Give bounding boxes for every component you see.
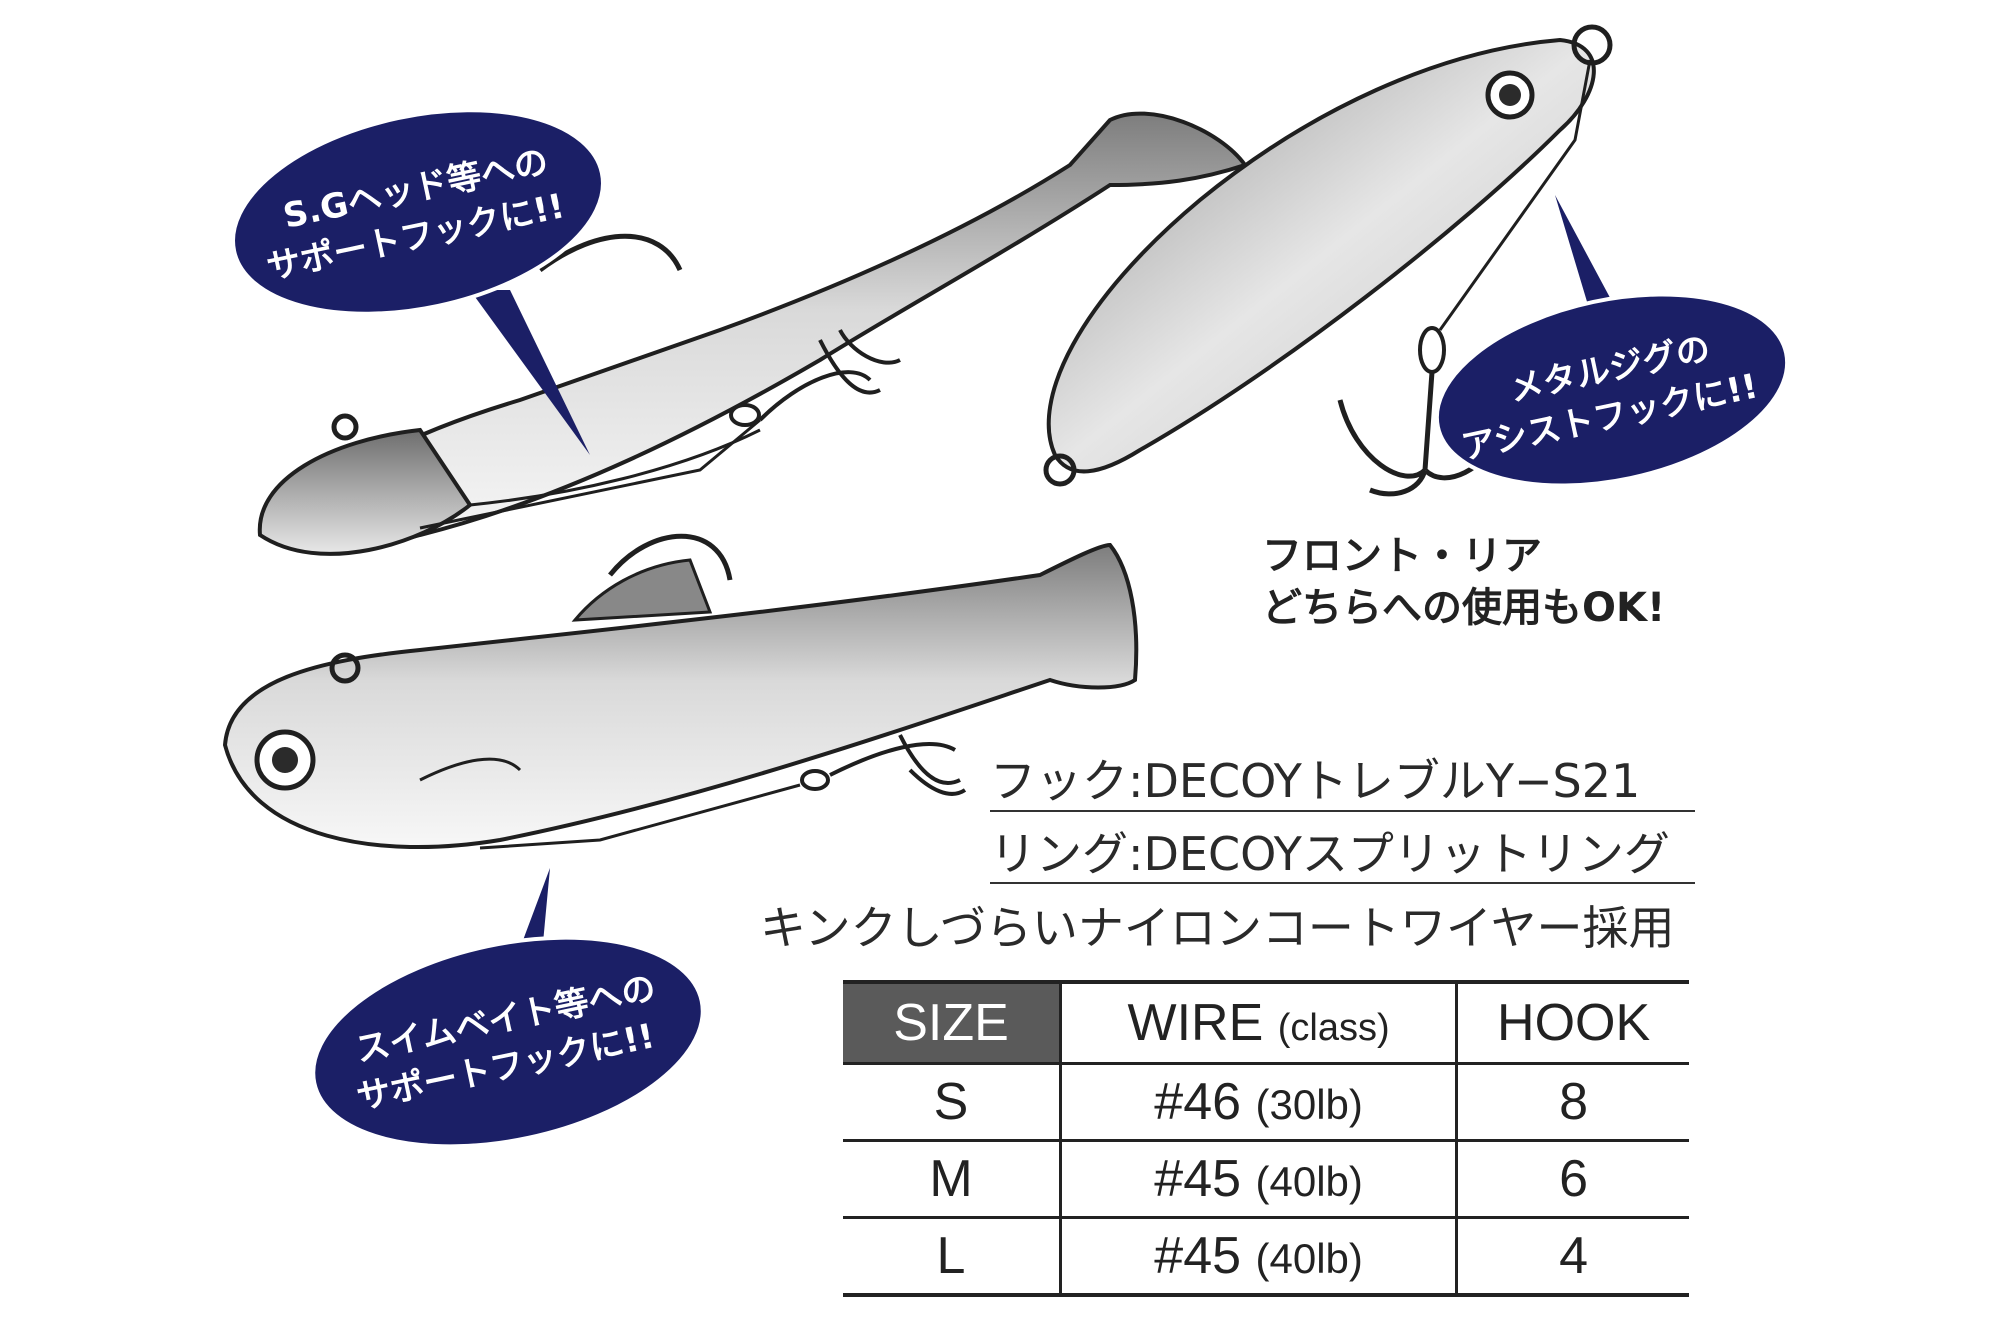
- row-wire: #46 (30lb): [1058, 1063, 1457, 1142]
- row-hook: 4: [1455, 1217, 1689, 1297]
- header-wire: WIRE (class): [1058, 980, 1457, 1065]
- row-hook: 8: [1455, 1063, 1689, 1142]
- front-rear-note-line2: どちらへの使用もOK!: [1262, 585, 1666, 631]
- front-rear-note: フロント・リア どちらへの使用もOK!: [1262, 530, 1665, 634]
- row-wire-lb: (40lb): [1255, 1158, 1363, 1205]
- header-hook: HOOK: [1455, 980, 1689, 1065]
- callout-sg-head: S.Gヘッド等への サポートフックに!!: [231, 108, 605, 455]
- spec-hook: フック:DECOYトレブルY−S21: [990, 754, 1641, 808]
- row-wire-lb: (30lb): [1255, 1081, 1363, 1128]
- size-table: SIZE WIRE (class) HOOK S #46 (30lb) 8 M …: [843, 980, 1689, 1297]
- table-row: S #46 (30lb) 8: [843, 1063, 1689, 1142]
- header-size: SIZE: [843, 980, 1061, 1065]
- soft-bait-with-jig-head: [257, 111, 1249, 556]
- row-wire: #45 (40lb): [1058, 1217, 1457, 1297]
- front-rear-note-line1: フロント・リア: [1262, 533, 1542, 579]
- spec-divider-2: [990, 882, 1695, 884]
- callout-swimbait: スイムベイト等への サポートフックに!!: [311, 868, 705, 1149]
- swimbait: [222, 533, 1139, 850]
- row-size: M: [843, 1140, 1061, 1219]
- row-wire-value: #45: [1154, 1150, 1242, 1208]
- spec-ring: リング:DECOYスプリットリング: [990, 827, 1670, 881]
- row-wire-value: #45: [1154, 1227, 1242, 1285]
- metal-jig: [1043, 24, 1613, 497]
- row-wire-lb: (40lb): [1255, 1235, 1363, 1282]
- callout-metal-jig: メタルジグの アシストフックに!!: [1434, 195, 1790, 488]
- spec-wire: キンクしづらいナイロンコートワイヤー採用: [760, 901, 1675, 955]
- spec-divider-1: [990, 810, 1695, 812]
- header-wire-label: WIRE: [1127, 994, 1264, 1052]
- row-size: L: [843, 1217, 1061, 1297]
- table-row: L #45 (40lb) 4: [843, 1217, 1689, 1297]
- size-table-header: SIZE WIRE (class) HOOK: [843, 980, 1689, 1065]
- row-wire: #45 (40lb): [1058, 1140, 1457, 1219]
- row-size: S: [843, 1063, 1061, 1142]
- row-hook: 6: [1455, 1140, 1689, 1219]
- header-wire-unit: (class): [1277, 1007, 1390, 1049]
- row-wire-value: #46: [1154, 1073, 1242, 1131]
- table-row: M #45 (40lb) 6: [843, 1140, 1689, 1219]
